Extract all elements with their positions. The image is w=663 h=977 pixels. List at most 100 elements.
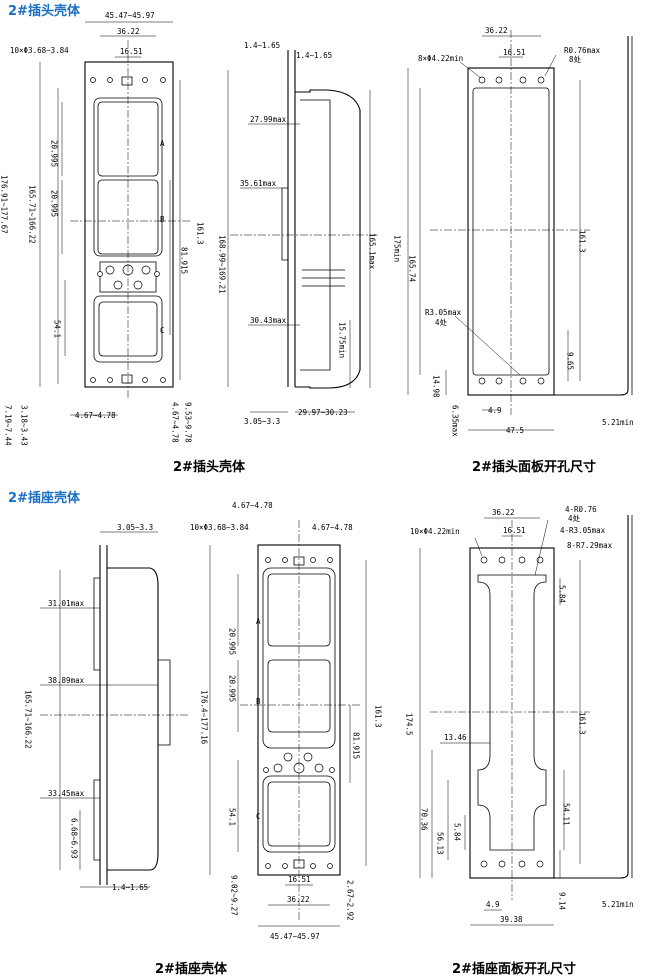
dimension-label: 81.915 xyxy=(180,247,189,274)
dimension-label: C xyxy=(256,812,261,821)
dimension-label: 7.19~7.44 xyxy=(4,405,13,446)
dimension-label: 39.38 xyxy=(500,915,523,924)
dimension-label: 6.35max xyxy=(451,405,460,437)
dimension-label: 54.11 xyxy=(562,803,571,826)
plug-front-view: 45.47~45.97 36.22 16.51 10×Φ3.68~3.84 17… xyxy=(0,11,205,446)
dimension-label: 1.4~1.65 xyxy=(296,51,332,60)
dimension-label: 4-R3.05max xyxy=(560,526,606,535)
dimension-label: 20.995 xyxy=(50,140,59,167)
dimension-label: 4.9 xyxy=(486,900,500,909)
dimension-label: 4-R0.76 xyxy=(565,505,597,514)
dimension-label: 20.995 xyxy=(228,675,237,702)
dimension-label: 33.45max xyxy=(48,789,85,798)
dimension-label: 29.97~30.23 xyxy=(298,408,348,417)
dimension-label: A xyxy=(256,617,261,626)
dimension-label: 16.51 xyxy=(503,526,526,535)
dimension-label: 31.01max xyxy=(48,599,85,608)
dimension-label: 36.22 xyxy=(485,26,508,35)
dimension-label: 45.47~45.97 xyxy=(105,11,155,20)
dimension-label: 9.53~9.78 xyxy=(184,402,193,443)
socket-panel-cutout-caption: 2#插座面板开孔尺寸 xyxy=(452,962,576,977)
dimension-label: 9.14 xyxy=(558,892,567,911)
dimension-label: 13.46 xyxy=(444,733,467,742)
dimension-label: R0.76max xyxy=(564,46,601,55)
dimension-label: 38.89max xyxy=(48,676,85,685)
dimension-label: 1.4~1.65 xyxy=(244,41,280,50)
plug-housing-caption: 2#插头壳体 xyxy=(173,460,245,475)
dimension-label: 10×Φ4.22min xyxy=(410,527,460,536)
socket-housing-caption: 2#插座壳体 xyxy=(155,962,227,977)
dimension-label: 20.995 xyxy=(50,190,59,217)
dimension-label: 15.75min xyxy=(338,322,347,358)
dimension-label: 161.3 xyxy=(374,705,383,728)
dimension-label: 5.21min xyxy=(602,900,634,909)
dimension-label: 36.22 xyxy=(117,27,140,36)
dimension-label: 9.02~9.27 xyxy=(230,875,239,916)
dimension-label: 56.13 xyxy=(436,832,445,855)
dimension-label: 165.71~166.22 xyxy=(28,185,37,244)
dimension-label: 165.74 xyxy=(408,255,417,283)
dimension-label: 3.05~3.3 xyxy=(117,523,153,532)
dimension-label: 8×Φ4.22min xyxy=(418,54,463,63)
dimension-label: 27.99max xyxy=(250,115,287,124)
dimension-label: 4.67~4.78 xyxy=(75,411,116,420)
socket-panel-cutout-view: 36.22 16.51 10×Φ4.22min 4-R0.76 4处 4-R3.… xyxy=(405,505,634,926)
socket-front-view: 10×Φ3.68~3.84 4.67~4.78 4.67~4.78 20.995… xyxy=(190,501,383,941)
socket-section-title: 2#插座壳体 xyxy=(8,491,80,506)
dimension-label: 54.1 xyxy=(228,808,237,826)
dimension-label: 4.67~4.78 xyxy=(312,523,353,532)
dimension-label: 9.65 xyxy=(566,352,575,370)
dimension-label: 161.3 xyxy=(196,222,205,245)
dimension-label: 4处 xyxy=(568,513,581,523)
dimension-label: 14.98 xyxy=(432,375,441,398)
dimension-label: 47.5 xyxy=(506,426,524,435)
dimension-label: 36.22 xyxy=(492,508,515,517)
dimension-label: 176.4~177.16 xyxy=(200,690,209,745)
dimension-label: 161.3 xyxy=(578,712,587,735)
dimension-label: 5.84 xyxy=(453,823,462,842)
dimension-label: 168.99~169.21 xyxy=(218,235,227,294)
dimension-label: 165.1max xyxy=(368,233,377,270)
dimension-label: 4处 xyxy=(435,317,448,327)
dimension-label: 165.71~166.22 xyxy=(24,690,33,749)
dimension-label: 4.67~4.78 xyxy=(232,501,273,510)
dimension-label: 45.47~45.97 xyxy=(270,932,320,941)
dimension-label: 8处 xyxy=(569,54,582,64)
dimension-label: 10×Φ3.68~3.84 xyxy=(190,523,249,532)
dimension-label: 174.5 xyxy=(405,713,414,736)
dimension-label: 6.68~6.93 xyxy=(70,818,79,859)
dimension-label: 16.51 xyxy=(120,47,143,56)
dimension-label: 36.22 xyxy=(287,895,310,904)
dimension-label: A xyxy=(160,139,165,148)
dimension-label: 81.915 xyxy=(352,732,361,759)
dimension-label: 30.43max xyxy=(250,316,287,325)
plug-panel-cutout-view: 36.22 16.51 8×Φ4.22min R0.76max 8处 175mi… xyxy=(393,26,634,437)
dimension-label: 5.84 xyxy=(558,585,567,604)
dimension-label: C xyxy=(160,326,165,335)
dimension-label: 20.995 xyxy=(228,628,237,655)
dimension-label: 35.61max xyxy=(240,179,277,188)
dimension-label: 54.1 xyxy=(53,320,62,338)
dimension-label: 16.51 xyxy=(288,875,311,884)
dimension-label: 2.67~2.92 xyxy=(346,880,355,921)
dimension-label: 5.21min xyxy=(602,418,634,427)
plug-side-view: 1.4~1.65 1.4~1.65 27.99max 35.61max 30.4… xyxy=(218,41,380,426)
dimension-label: B xyxy=(256,697,261,706)
dimension-label: 3.05~3.3 xyxy=(244,417,280,426)
dimension-label: 70.36 xyxy=(420,808,429,831)
socket-side-view: 3.05~3.3 31.01max 38.89max 33.45max 165.… xyxy=(24,523,190,892)
dimension-label: 3.18~3.43 xyxy=(20,405,29,446)
dimension-label: 4.67~4.78 xyxy=(171,402,180,443)
dimension-label: 175min xyxy=(393,235,402,262)
dimension-label: 161.3 xyxy=(578,230,587,253)
dimension-label: R3.05max xyxy=(425,308,462,317)
dimension-label: B xyxy=(160,215,165,224)
dimension-label: 8-R7.29max xyxy=(567,541,613,550)
dimension-label: 16.51 xyxy=(503,48,526,57)
plug-section-title: 2#插头壳体 xyxy=(8,4,80,19)
dimension-label: 4.9 xyxy=(488,406,502,415)
dimension-label: 1.4~1.65 xyxy=(112,883,148,892)
dimension-label: 10×Φ3.68~3.84 xyxy=(10,46,69,55)
plug-panel-cutout-caption: 2#插头面板开孔尺寸 xyxy=(472,460,596,475)
